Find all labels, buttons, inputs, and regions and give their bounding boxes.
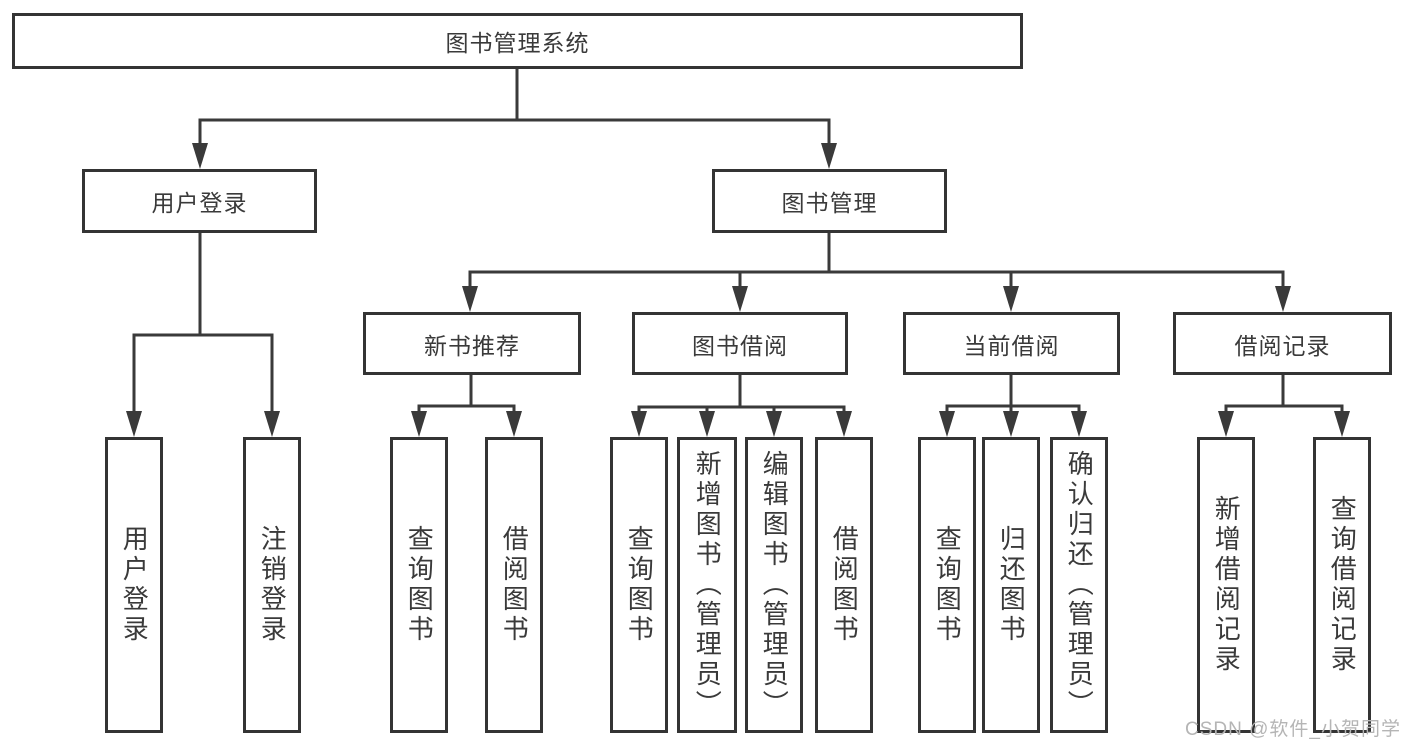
leaf-borrow-edit-book-admin: 编辑图书（管理员）	[745, 437, 803, 733]
arrowhead-down	[264, 411, 280, 437]
node-label: 图书管理	[781, 190, 878, 216]
node-label: 图书管理系统	[445, 30, 590, 56]
arrowhead-down	[1275, 286, 1291, 312]
arrowhead-down	[1334, 411, 1350, 437]
leaf-records-add-record: 新增借阅记录	[1197, 437, 1255, 733]
arrowhead-down	[732, 286, 748, 312]
node-label: 借阅记录	[1234, 332, 1331, 359]
arrowhead-down	[192, 143, 208, 169]
connector-currentborrow-to-children	[945, 375, 1081, 413]
leaf-label: 编辑图书（管理员）	[759, 450, 790, 720]
leaf-label: 确认归还（管理员）	[1064, 450, 1095, 720]
arrowhead-down	[411, 411, 427, 437]
arrowhead-down	[821, 143, 837, 169]
connector-bookmgmt-to-children	[468, 233, 1285, 288]
leaf-logout: 注销登录	[243, 437, 301, 733]
leaf-recommend-borrow-book: 借阅图书	[485, 437, 543, 733]
connector-userlogin-to-children	[132, 233, 274, 413]
arrowhead-down	[836, 411, 852, 437]
arrowhead-down	[126, 411, 142, 437]
node-new-book-recommend: 新书推荐	[363, 312, 581, 375]
leaf-label: 新增借阅记录	[1211, 495, 1242, 675]
connector-records-to-children	[1224, 375, 1344, 413]
leaf-recommend-query-book: 查询图书	[390, 437, 448, 733]
arrowhead-down	[1218, 411, 1234, 437]
leaf-current-return-book: 归还图书	[982, 437, 1040, 733]
arrowhead-down	[1003, 286, 1019, 312]
leaf-current-query-book: 查询图书	[918, 437, 976, 733]
watermark: CSDN @软件_小贺同学	[1185, 719, 1401, 740]
leaf-borrow-add-book-admin: 新增图书（管理员）	[677, 437, 737, 733]
node-borrow-records: 借阅记录	[1173, 312, 1392, 375]
arrowhead-down	[506, 411, 522, 437]
node-label: 图书借阅	[692, 332, 788, 359]
leaf-user-login: 用户登录	[105, 437, 163, 733]
connector-newbookrec-to-children	[417, 375, 516, 413]
leaf-label: 查询借阅记录	[1327, 495, 1358, 675]
leaf-label: 查询图书	[932, 525, 963, 645]
arrowheads	[126, 143, 1350, 437]
node-book-borrow: 图书借阅	[632, 312, 848, 375]
node-label: 用户登录	[151, 190, 248, 216]
arrowhead-down	[1071, 411, 1087, 437]
leaf-borrow-query-book: 查询图书	[610, 437, 668, 733]
node-current-borrow: 当前借阅	[903, 312, 1120, 375]
leaf-label: 借阅图书	[499, 525, 530, 645]
leaf-label: 借阅图书	[829, 525, 860, 645]
leaf-current-confirm-return-admin: 确认归还（管理员）	[1050, 437, 1108, 733]
arrowhead-down	[1003, 411, 1019, 437]
node-book-management: 图书管理	[712, 169, 947, 233]
leaf-label: 查询图书	[624, 525, 655, 645]
leaf-label: 归还图书	[996, 525, 1027, 645]
node-library-management-system: 图书管理系统	[12, 13, 1023, 69]
leaf-label: 用户登录	[119, 525, 150, 645]
node-label: 当前借阅	[963, 332, 1060, 359]
node-user-login: 用户登录	[82, 169, 317, 233]
connector-bookborrow-to-children	[637, 375, 846, 413]
leaf-borrow-borrow-book: 借阅图书	[815, 437, 873, 733]
leaf-label: 注销登录	[257, 525, 288, 645]
arrowhead-down	[462, 286, 478, 312]
leaf-label: 查询图书	[404, 525, 435, 645]
node-label: 新书推荐	[424, 332, 520, 359]
connector-root-to-level2	[198, 69, 831, 146]
arrowhead-down	[631, 411, 647, 437]
arrowhead-down	[939, 411, 955, 437]
arrowhead-down	[766, 411, 782, 437]
leaf-label: 新增图书（管理员）	[692, 450, 723, 720]
arrowhead-down	[699, 411, 715, 437]
leaf-records-query-record: 查询借阅记录	[1313, 437, 1371, 733]
